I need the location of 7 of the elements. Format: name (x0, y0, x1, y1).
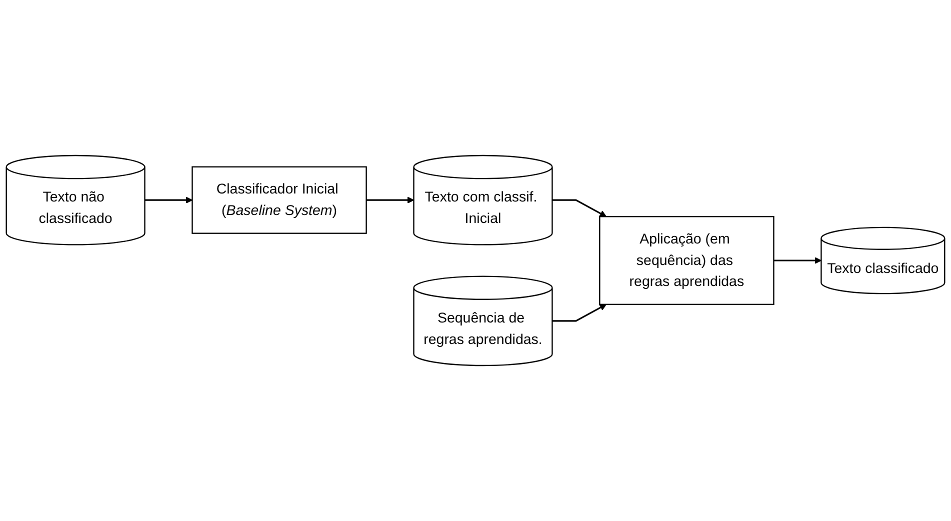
arrow (774, 257, 822, 264)
arrow (144, 196, 193, 204)
arrow (552, 304, 607, 322)
node-box: Aplicação (em sequência) das regras aprendidas (599, 216, 774, 305)
arrow (552, 199, 607, 217)
arrow (366, 196, 414, 204)
node-box: Classificador Inicial (Baseline System) (192, 166, 367, 234)
